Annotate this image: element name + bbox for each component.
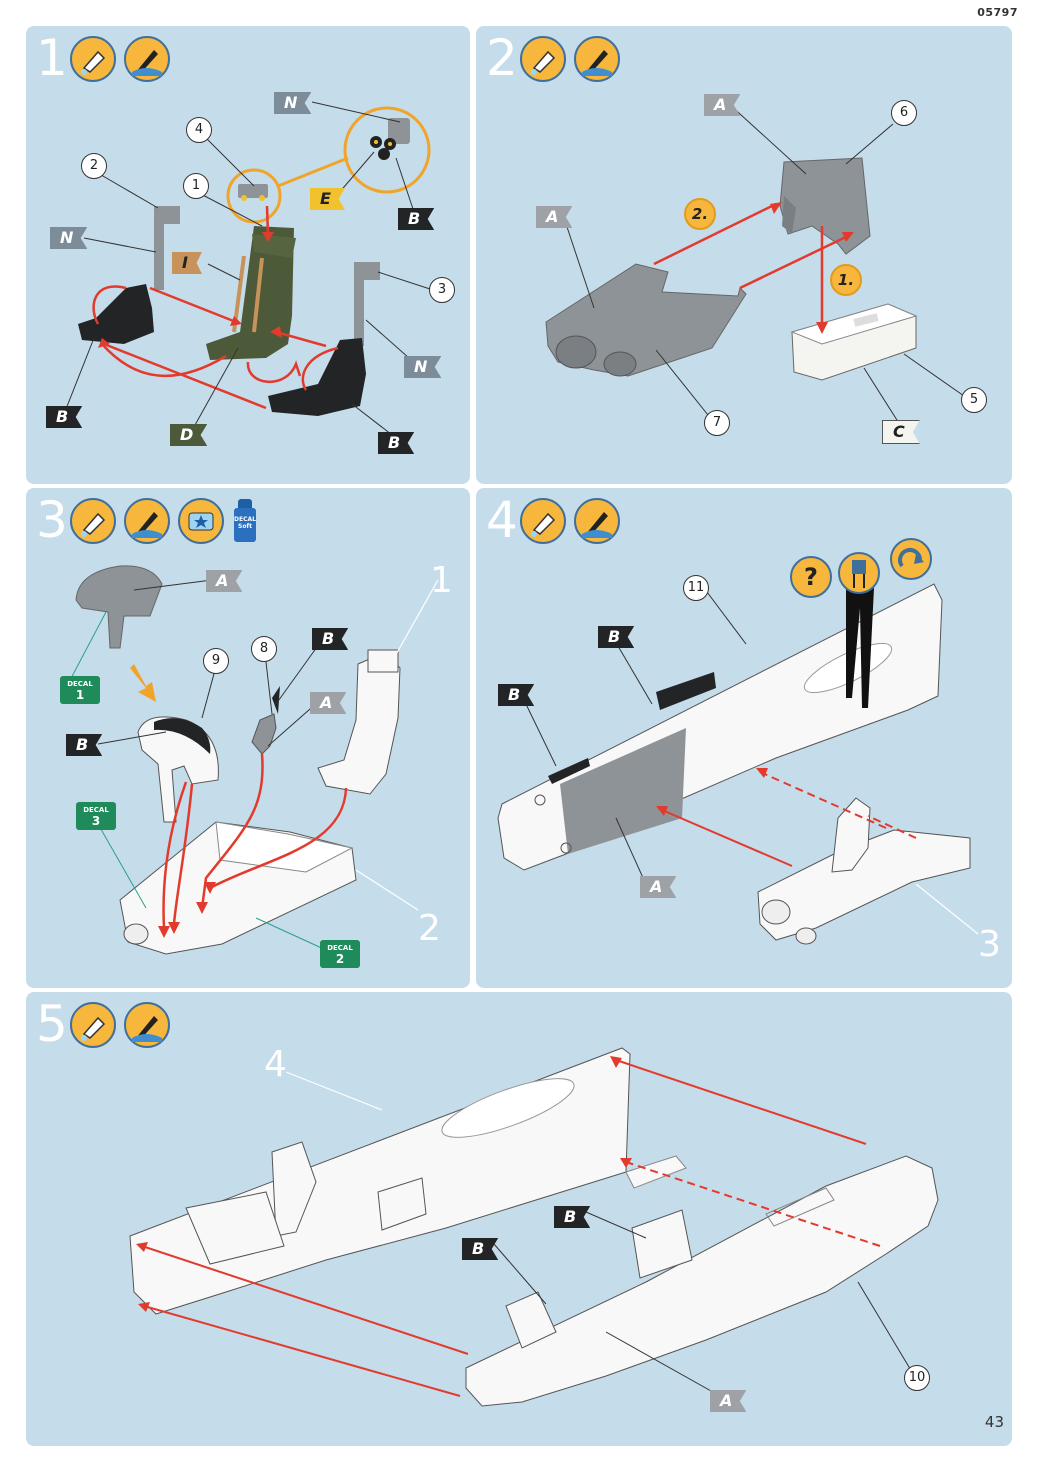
color-flag: B [46, 406, 83, 428]
glue-icon [70, 498, 116, 544]
color-flag: N [274, 92, 312, 114]
color-flag: E [310, 188, 345, 210]
decal-soft-bottle-icon: DECAL Soft [232, 499, 258, 543]
step-2-illustration [545, 103, 965, 429]
paint-icon [124, 498, 170, 544]
reference-number: 1 [430, 560, 453, 601]
color-flag: C [882, 420, 920, 444]
color-flag: B [378, 432, 415, 454]
step-5-illustration [129, 1047, 939, 1407]
color-flag: A [704, 94, 741, 116]
clamp-icon [838, 552, 880, 594]
step-number: 1 [36, 29, 68, 87]
step-number: 3 [36, 491, 68, 549]
part-callout: 11 [683, 575, 709, 601]
color-flag: N [404, 356, 442, 378]
step-1-panel: 1 4 2 1 3 N N N E B B B I D [26, 26, 470, 484]
part-callout: 5 [961, 387, 987, 413]
bottle-label: DECAL Soft [234, 508, 256, 542]
product-code: 05797 [977, 6, 1018, 19]
order-badge: 1. [830, 264, 862, 296]
step-3-illustration [67, 565, 439, 955]
color-flag: B [554, 1206, 591, 1228]
color-flag: A [536, 206, 573, 228]
reference-number: 3 [978, 924, 1001, 965]
part-callout: 3 [429, 277, 455, 303]
decal-badge: DECAL 3 [76, 802, 116, 830]
part-callout: 6 [891, 100, 917, 126]
step-4-illustration [497, 583, 979, 945]
page-number: 43 [984, 1413, 1004, 1431]
step-1-illustration [63, 101, 431, 439]
glue-icon [70, 1002, 116, 1048]
color-flag: B [498, 684, 535, 706]
reference-number: 2 [418, 908, 441, 949]
step-number: 5 [36, 995, 68, 1053]
paint-icon [574, 498, 620, 544]
decal-badge: DECAL 1 [60, 676, 100, 704]
part-callout: 7 [704, 410, 730, 436]
color-flag: I [172, 252, 202, 274]
part-callout: 9 [203, 648, 229, 674]
part-callout: 8 [251, 636, 277, 662]
color-flag: B [462, 1238, 499, 1260]
paint-icon [124, 1002, 170, 1048]
color-flag: B [66, 734, 103, 756]
part-callout: 4 [186, 117, 212, 143]
glue-icon [70, 36, 116, 82]
color-flag: N [50, 227, 88, 249]
color-flag: B [312, 628, 349, 650]
step-number: 4 [486, 491, 518, 549]
glue-icon [520, 498, 566, 544]
rotate-icon [890, 538, 932, 580]
color-flag: B [398, 208, 435, 230]
paint-icon [124, 36, 170, 82]
decal-badge: DECAL 2 [320, 940, 360, 968]
part-callout: 2 [81, 153, 107, 179]
step-5-panel: 5 10 B B A 4 [26, 992, 1012, 1446]
part-callout: 1 [183, 173, 209, 199]
part-callout: 10 [904, 1365, 930, 1391]
glue-icon [520, 36, 566, 82]
color-flag: D [170, 424, 208, 446]
question-icon: ? [790, 556, 832, 598]
step-number: 2 [486, 29, 518, 87]
color-flag: A [710, 1390, 747, 1412]
color-flag: A [640, 876, 677, 898]
order-badge: 2. [684, 198, 716, 230]
step-2-panel: 2 6 7 5 A A C 2. 1. [476, 26, 1012, 484]
paint-icon [574, 36, 620, 82]
color-flag: A [310, 692, 347, 714]
reference-number: 4 [264, 1044, 287, 1085]
step-3-panel: 3 DECAL Soft 9 8 A A B B DECAL 1 DECAL 3… [26, 488, 470, 988]
color-flag: A [206, 570, 243, 592]
decal-icon [178, 498, 224, 544]
step-4-panel: 4 ? 11 B B A 3 [476, 488, 1012, 988]
color-flag: B [598, 626, 635, 648]
